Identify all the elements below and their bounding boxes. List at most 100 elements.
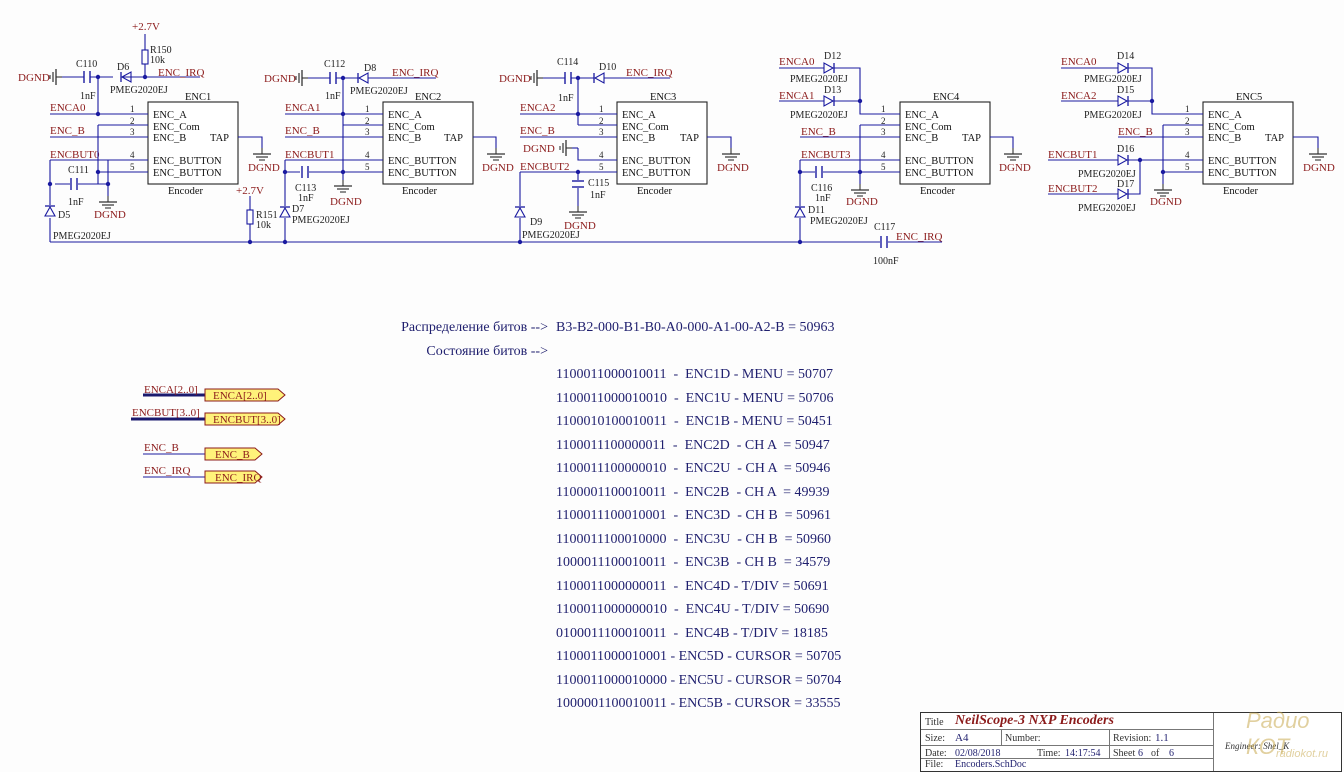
- net-label-enca1: ENCA1: [779, 90, 814, 102]
- encoder-ref: ENC4: [933, 92, 960, 103]
- pin-number: 4: [130, 150, 135, 160]
- net-label-dgnd: DGND: [264, 73, 296, 85]
- encoder-ref: ENC5: [1236, 92, 1262, 103]
- net-label-dgnd: DGND: [94, 209, 126, 221]
- pin-label: ENC_Com: [388, 122, 435, 133]
- sheet-total: 6: [1169, 748, 1174, 759]
- net-label-encbut0: ENCBUT0: [50, 149, 100, 161]
- port-net-label: ENCBUT[3..0]: [132, 407, 200, 419]
- pin-label: ENC_BUTTON: [1208, 168, 1277, 179]
- diode-ref: D6: [117, 62, 129, 73]
- net-label-enca0: ENCA0: [1061, 56, 1097, 68]
- net-label-encbut1: ENCBUT1: [1048, 149, 1098, 161]
- net-label-enca2: ENCA2: [520, 102, 555, 114]
- pin-label: ENC_BUTTON: [905, 168, 974, 179]
- cap-ref: C112: [324, 59, 345, 70]
- net-label-dgnd: DGND: [564, 220, 596, 232]
- bit-state-row: 1100001100010011 - ENC2B - CH A = 49939: [556, 484, 830, 500]
- pin-label: ENC_A: [905, 110, 939, 121]
- net-label-enc-b: ENC_B: [520, 125, 555, 137]
- encoder-body: [616, 101, 708, 185]
- diode-ref: D8: [364, 63, 376, 74]
- net-label-enca1: ENCA1: [285, 102, 320, 114]
- pin-label: ENC_B: [153, 133, 186, 144]
- encoder-enc2: ENC2 Encoder ENC_A ENC_Com ENC_B ENC_BUT…: [264, 59, 514, 242]
- net-label-enca0: ENCA0: [779, 56, 815, 68]
- size-label: Size:: [925, 733, 945, 744]
- diode-part: PMEG2020EJ: [110, 85, 168, 96]
- encoder-body: [899, 101, 991, 185]
- pin-label: ENC_BUTTON: [388, 156, 457, 167]
- pin-number: 3: [130, 127, 135, 137]
- res-value: 10k: [256, 220, 271, 231]
- pin-label: ENC_A: [622, 110, 656, 121]
- pin-number: 5: [599, 162, 604, 172]
- encoder-body: [1202, 101, 1294, 185]
- diode-ref: D7: [292, 204, 304, 215]
- date-label: Date:: [925, 748, 947, 759]
- pin-number: 3: [365, 127, 370, 137]
- pin-number: 2: [881, 116, 886, 126]
- net-label-enc-irq: ENC_IRQ: [896, 231, 943, 243]
- bit-state-row: 0100011100010011 - ENC4B - T/DIV = 18185: [556, 625, 828, 641]
- pin-number: 5: [130, 162, 135, 172]
- number-label: Number:: [1005, 733, 1041, 744]
- diode-ref: D5: [58, 210, 70, 221]
- port-label: ENC_B: [215, 449, 250, 461]
- diode-part: PMEG2020EJ: [1078, 169, 1136, 180]
- sheet-title: NeilScope-3 NXP Encoders: [955, 713, 1114, 728]
- pullup-r151: +2.7V R151 10k: [236, 185, 278, 242]
- pin-label: ENC_BUTTON: [905, 156, 974, 167]
- pin-number: 2: [599, 116, 604, 126]
- diode-part: PMEG2020EJ: [1078, 203, 1136, 214]
- diode-ref: D11: [808, 205, 825, 216]
- net-label-dgnd: DGND: [523, 143, 555, 155]
- cap-value: 1nF: [325, 91, 341, 102]
- tap-label: TAP: [210, 133, 229, 144]
- time-label: Time:: [1037, 748, 1061, 759]
- pin-label: ENC_Com: [622, 122, 669, 133]
- revision-label: Revision:: [1113, 733, 1152, 744]
- pin-label: ENC_BUTTON: [153, 168, 222, 179]
- encoder-type: Encoder: [168, 186, 203, 197]
- title-label: Title: [925, 717, 944, 728]
- diode-part: PMEG2020EJ: [790, 110, 848, 121]
- cap-ref: C115: [588, 178, 609, 189]
- pin-label: ENC_BUTTON: [1208, 156, 1277, 167]
- port-net-label: ENCA[2..0]: [144, 384, 198, 396]
- time-value: 14:17:54: [1065, 748, 1101, 759]
- port-enc-irq: ENC_IRQ ENC_IRQ: [143, 465, 263, 484]
- encoder-enc3: ENC3 Encoder ENC_A ENC_Com ENC_B ENC_BUT…: [499, 57, 749, 242]
- pin-number: 2: [365, 116, 370, 126]
- cap-ref: C116: [811, 183, 832, 194]
- cap-value: 1nF: [590, 190, 606, 201]
- bit-state-row: 1000011100010011 - ENC3B - CH B = 34579: [556, 555, 831, 570]
- pin-number: 4: [1185, 150, 1190, 160]
- watermark-logo: Радио КОТ: [1246, 708, 1310, 759]
- bit-state-row: 1100011000000011 - ENC4D - T/DIV = 50691: [556, 578, 829, 594]
- diode-ref: D17: [1117, 179, 1134, 190]
- diode-part: PMEG2020EJ: [790, 74, 848, 85]
- net-label-encbut1: ENCBUT1: [285, 149, 335, 161]
- net-label-dgnd: DGND: [1303, 162, 1335, 174]
- bit-state-row: 1100011000010010 - ENC1U - MENU = 50706: [556, 390, 834, 406]
- encoder-enc5: ENC5 Encoder ENC_A ENC_Com ENC_B ENC_BUT…: [1048, 51, 1335, 214]
- tap-label: TAP: [962, 133, 981, 144]
- net-label-enca0: ENCA0: [50, 102, 86, 114]
- bit-state-row: 1100011000010011 - ENC1D - MENU = 50707: [556, 367, 833, 382]
- pin-number: 1: [599, 104, 604, 114]
- bit-state-row: 1100011000010000 - ENC5U - CURSOR = 5070…: [556, 672, 842, 688]
- encoder-ref: ENC2: [415, 92, 441, 103]
- bit-state-row: 1100010100010011 - ENC1B - MENU = 50451: [556, 414, 833, 429]
- cap-ref: C117: [874, 222, 895, 233]
- cap-ref: C113: [295, 183, 316, 194]
- date-value: 02/08/2018: [955, 748, 1001, 759]
- cap-value: 1nF: [68, 197, 84, 208]
- pin-number: 5: [1185, 162, 1190, 172]
- net-label-dgnd: DGND: [482, 162, 514, 174]
- diode-ref: D15: [1117, 85, 1134, 96]
- diode-part: PMEG2020EJ: [292, 215, 350, 226]
- encoder-type: Encoder: [1223, 186, 1258, 197]
- of-label: of: [1151, 748, 1160, 759]
